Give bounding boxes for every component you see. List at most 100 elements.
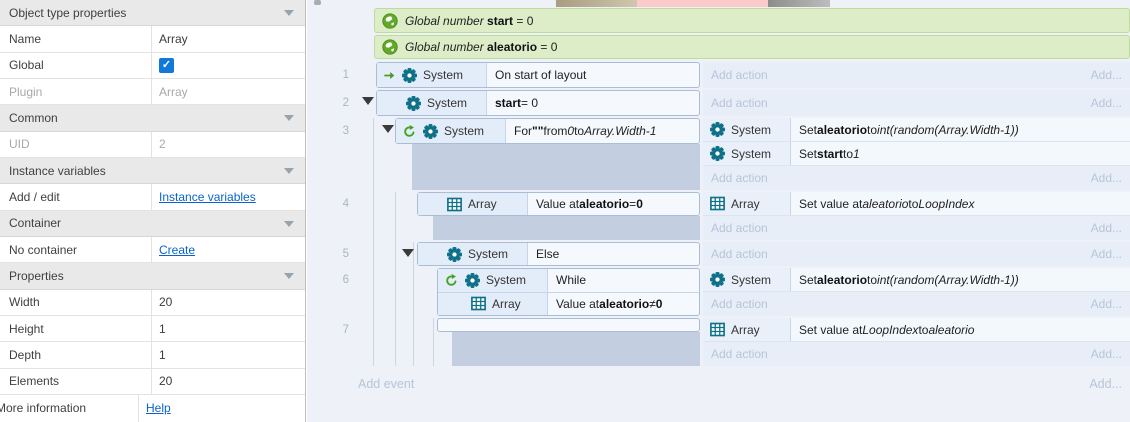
height-field[interactable]: 1 — [151, 316, 305, 342]
prop-label: Elements — [9, 374, 60, 389]
condition-text: For "" from 0 to Array.Width-1 — [514, 124, 657, 138]
panel-header-label: Object type properties — [9, 5, 127, 20]
action-row[interactable]: System Set aleatorio to int(random(Array… — [703, 118, 1130, 142]
loop-icon — [444, 273, 459, 288]
action-row[interactable]: System Set start to 1 — [703, 142, 1130, 166]
add-more-button[interactable]: Add... — [1090, 247, 1122, 261]
action-row[interactable]: System Set aleatorio to int(random(Array… — [703, 268, 1130, 292]
add-more-button[interactable]: Add... — [1089, 377, 1122, 391]
event-4-condition[interactable]: Array Value at aleatorio = 0 — [417, 192, 700, 216]
add-action-row[interactable]: Add action Add... — [703, 166, 1130, 190]
add-more-button[interactable]: Add... — [1090, 68, 1122, 82]
collapse-triangle-icon[interactable] — [284, 115, 294, 122]
arrow-icon — [383, 69, 396, 82]
help-link[interactable]: Help — [146, 401, 171, 416]
action-row[interactable]: Array Set value at LoopIndex to aleatori… — [703, 318, 1130, 342]
instance-variables-link[interactable]: Instance variables — [159, 190, 256, 205]
add-more-button[interactable]: Add... — [1090, 171, 1122, 185]
collapse-triangle-icon[interactable] — [382, 125, 394, 133]
event-7-condition[interactable] — [437, 318, 700, 332]
collapse-triangle-icon[interactable] — [284, 168, 294, 175]
panel-header-properties[interactable]: Properties — [0, 263, 305, 290]
add-action-row[interactable]: Add action Add... — [703, 90, 1130, 116]
object-label: System — [427, 96, 468, 110]
prop-row-more-information: More information Help — [0, 395, 305, 422]
indent-guide — [433, 318, 434, 366]
add-event-button[interactable]: Add event — [358, 377, 415, 391]
object-label: System — [486, 273, 527, 288]
collapse-triangle-icon[interactable] — [284, 273, 294, 280]
prop-row-uid: UID 2 — [0, 131, 305, 159]
event-1-condition[interactable]: System On start of layout — [376, 62, 700, 88]
scrollbar-nub[interactable] — [314, 0, 321, 5]
prop-row-elements: Elements 20 — [0, 368, 305, 396]
event-number: 7 — [342, 324, 349, 336]
global-variable-text: Global number aleatorio = 0 — [405, 40, 558, 54]
width-field[interactable]: 20 — [151, 289, 305, 316]
add-action-button[interactable]: Add action — [711, 96, 768, 110]
add-more-button[interactable]: Add... — [1090, 96, 1122, 110]
collapse-triangle-icon[interactable] — [362, 97, 374, 105]
global-variable-start[interactable]: Global number start = 0 — [374, 8, 1130, 33]
prop-label: No container — [9, 242, 78, 257]
object-label: Array — [731, 322, 760, 337]
global-checkbox[interactable]: ✓ — [159, 57, 174, 73]
add-action-row[interactable]: Add action Add... — [703, 62, 1130, 88]
action-row[interactable]: Array Set value at aleatorio to LoopInde… — [703, 192, 1130, 216]
add-action-button[interactable]: Add action — [711, 297, 768, 311]
event-2-condition[interactable]: System start = 0 — [376, 90, 700, 116]
panel-header-label: Common — [9, 111, 58, 126]
global-variable-aleatorio[interactable]: Global number aleatorio = 0 — [374, 35, 1130, 59]
panel-header-instance-variables[interactable]: Instance variables — [0, 158, 305, 185]
add-action-row[interactable]: Add action Add... — [703, 216, 1130, 240]
action-text: Set aleatorio to int(random(Array.Width-… — [799, 272, 1019, 287]
add-action-button[interactable]: Add action — [711, 171, 768, 185]
globe-icon — [382, 13, 398, 29]
gear-icon — [710, 146, 725, 161]
event-3-condition[interactable]: System For "" from 0 to Array.Width-1 — [395, 118, 700, 144]
add-action-row[interactable]: Add action Add... — [703, 292, 1130, 316]
gear-icon — [710, 272, 725, 287]
object-label: Array — [468, 197, 497, 211]
panel-header-label: Instance variables — [9, 163, 106, 178]
panel-header-common[interactable]: Common — [0, 105, 305, 132]
prop-row-no-container: No container Create — [0, 237, 305, 264]
add-more-button[interactable]: Add... — [1090, 221, 1122, 235]
properties-panel: Object type properties Name Array Global… — [0, 0, 306, 422]
prop-row-plugin: Plugin Array — [0, 79, 305, 106]
array-grid-icon — [710, 322, 725, 337]
add-more-button[interactable]: Add... — [1090, 347, 1122, 361]
action-text: Set value at LoopIndex to aleatorio — [799, 322, 975, 337]
event-5-condition[interactable]: System Else — [417, 242, 700, 266]
add-more-button[interactable]: Add... — [1090, 297, 1122, 311]
uid-value: 2 — [151, 131, 305, 158]
object-label: Array — [492, 296, 521, 311]
tab-thumbnail-pink — [637, 0, 768, 7]
add-action-button[interactable]: Add action — [711, 247, 768, 261]
gear-icon — [465, 273, 480, 288]
create-container-link[interactable]: Create — [159, 242, 196, 257]
collapse-triangle-icon[interactable] — [284, 10, 294, 16]
object-label: System — [444, 124, 485, 138]
add-action-button[interactable]: Add action — [711, 221, 768, 235]
depth-field[interactable]: 1 — [151, 342, 305, 368]
name-field[interactable]: Array — [151, 26, 305, 52]
panel-header-container[interactable]: Container — [0, 210, 305, 238]
panel-header-object-type-properties[interactable]: Object type properties — [0, 0, 305, 27]
add-action-button[interactable]: Add action — [711, 68, 768, 82]
prop-label: Plugin — [9, 84, 43, 99]
nested-margin — [412, 144, 700, 190]
collapse-triangle-icon[interactable] — [402, 249, 414, 257]
action-text: Set aleatorio to int(random(Array.Width-… — [799, 122, 1019, 137]
plugin-value: Array — [151, 79, 305, 105]
collapse-triangle-icon[interactable] — [284, 220, 294, 227]
gear-icon — [423, 124, 438, 139]
add-action-button[interactable]: Add action — [711, 347, 768, 361]
add-action-row[interactable]: Add action Add... — [703, 342, 1130, 366]
elements-field[interactable]: 20 — [151, 368, 305, 395]
condition-text: start = 0 — [495, 96, 539, 110]
panel-header-label: Container — [9, 216, 62, 231]
event-6-condition[interactable]: System While Array Value at aleatorio ≠ … — [437, 268, 700, 316]
add-action-row[interactable]: Add action Add... — [703, 242, 1130, 266]
